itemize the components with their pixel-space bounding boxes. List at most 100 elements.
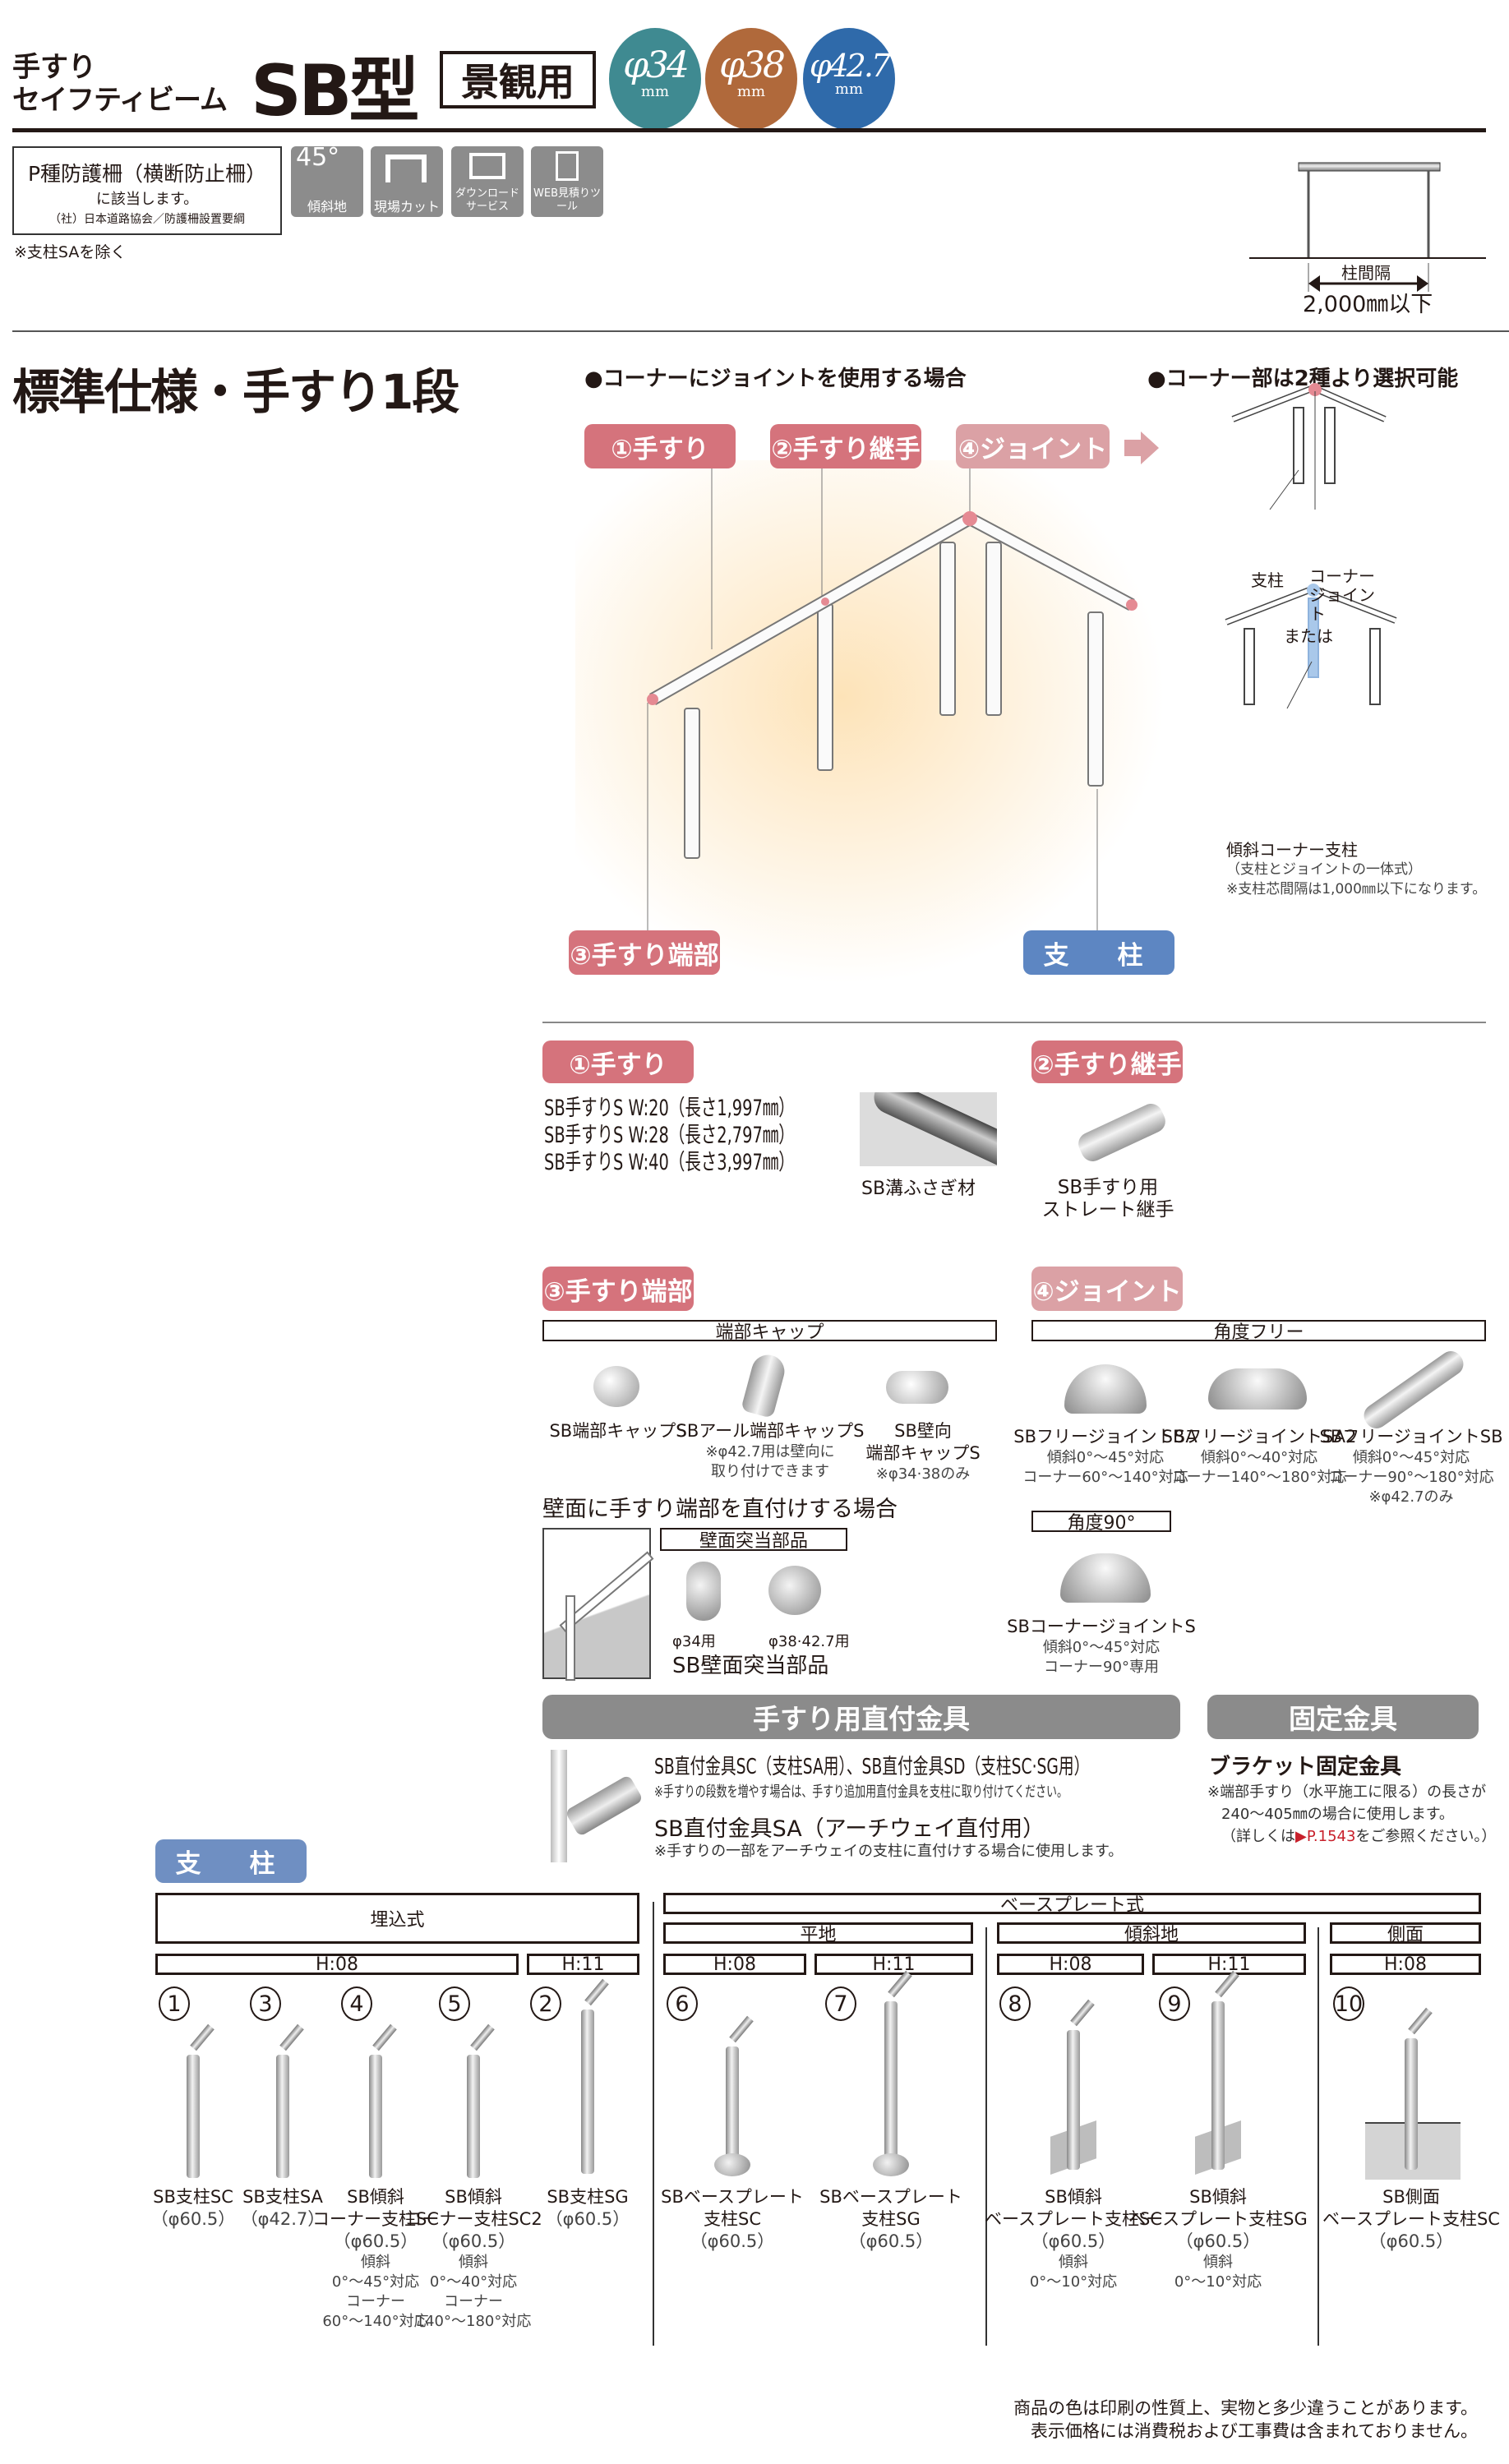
diagram-glow — [575, 460, 1167, 986]
slope-icon: 45°傾斜地 — [291, 145, 363, 217]
post-image — [187, 2055, 200, 2178]
handrail-item: SB手すりS W:28（長さ2,797㎜） — [544, 1123, 795, 1148]
bracket-icon — [584, 1978, 609, 2006]
post-number: 6 — [667, 1986, 698, 2021]
fixing-header: 固定金具 — [1207, 1695, 1479, 1739]
arrow-right-icon — [1124, 431, 1159, 464]
handrail-item: SB手すりS W:40（長さ3,997㎜） — [544, 1150, 795, 1175]
span-diagram — [1249, 162, 1486, 292]
corner-joint-image — [1060, 1553, 1151, 1603]
wall-mount-title: 壁面に手すり端部を直付けする場合 — [542, 1497, 898, 1522]
baseplate-header: ベースプレート式 — [663, 1893, 1481, 1916]
corner-joint-label: コーナージョイント — [1309, 566, 1375, 624]
height-h08: H:08 — [1330, 1954, 1481, 1975]
bracket-icon — [470, 2023, 495, 2051]
corner-diagram-caption: ●コーナー部は2種より選択可能 — [1147, 367, 1459, 391]
handrail-section-label: ①手すり — [542, 1041, 694, 1083]
flat-header: 平地 — [663, 1922, 973, 1945]
wall-part-34-label: φ34用 — [672, 1633, 716, 1650]
download-icon: ダウンロードサービス — [451, 146, 524, 217]
parts-rule — [542, 1022, 1486, 1023]
post-image — [1405, 2038, 1418, 2170]
corner-joint — [962, 511, 977, 526]
height-h08: H:08 — [663, 1954, 806, 1975]
free-joint-sa-image — [1064, 1364, 1147, 1414]
model-name: SB型 — [251, 50, 419, 132]
post-number: 1 — [159, 1986, 190, 2021]
label-handrail: ①手すり — [584, 424, 736, 468]
end-cap-left — [647, 694, 658, 705]
main-diagram-caption: ●コーナーにジョイントを使用する場合 — [584, 367, 967, 391]
post-number: 4 — [341, 1986, 372, 2021]
post-caption: SB側面ベースプレート支柱SC（φ60.5） — [1322, 2187, 1500, 2251]
end-cap-right — [1126, 599, 1138, 611]
post-number: 5 — [439, 1986, 470, 2021]
bracket-note2: 240～405㎜の場合に使用します。 — [1221, 1806, 1454, 1823]
post-caption: SB支柱SC（φ60.5） — [150, 2187, 236, 2229]
corner-or-label: または — [1284, 626, 1333, 646]
posts — [684, 542, 1104, 859]
base-plate — [873, 2153, 909, 2176]
handrail — [649, 510, 1135, 705]
posts-section-label: 支 柱 — [155, 1839, 307, 1883]
corner-post-note2: ※支柱芯間隔は1,000㎜以下になります。 — [1226, 881, 1487, 897]
height-h11: H:11 — [814, 1954, 973, 1975]
bracket-icon — [190, 2023, 215, 2051]
angle-90-header: 角度90° — [1031, 1511, 1171, 1534]
spec-line2: に該当します。 — [95, 191, 199, 208]
embedded-header: 埋込式 — [155, 1893, 639, 1944]
direct-fitting-sc-sd: SB直付金具SC（支柱SA用）、SB直付金具SD（支柱SC·SG用） — [654, 1755, 1090, 1779]
product-title-line1: 手すり — [12, 51, 96, 84]
rail-icon — [1298, 162, 1441, 172]
header-rule — [12, 128, 1486, 132]
wall-part-38-label: φ38·42.7用 — [768, 1633, 850, 1650]
groove-cover-image — [860, 1092, 997, 1166]
joint-section-label: ④ジョイント — [1031, 1267, 1183, 1311]
post-number: 3 — [250, 1986, 281, 2021]
bracket-note3: （詳しくは▶P.1543をご参照ください。） — [1221, 1828, 1497, 1845]
post-image — [726, 2046, 739, 2170]
footer-note2: 表示価格には消費税および工事費は含まれておりません。 — [1030, 2421, 1478, 2441]
corner-post-note1: （支柱とジョイントの一体式） — [1226, 861, 1422, 878]
connector-name: SB手すり用ストレート継手 — [1041, 1177, 1174, 1220]
bracket-note1: ※端部手すり（水平施工に限る）の長さが — [1207, 1783, 1487, 1801]
label-handrail-connector: ②手すり継手 — [770, 424, 921, 468]
height-h08: H:08 — [997, 1954, 1144, 1975]
direct-fitting-image — [547, 1750, 648, 1862]
wall-part-34-image — [686, 1562, 721, 1621]
connector-section-label: ②手すり継手 — [1031, 1041, 1183, 1083]
height-h11: H:11 — [527, 1954, 639, 1975]
bracket-icon — [729, 2015, 754, 2043]
direct-fittings-header: 手すり用直付金具 — [542, 1695, 1180, 1739]
post-image — [884, 2001, 898, 2170]
bracket-icon — [279, 2023, 304, 2051]
divider — [985, 1927, 987, 2346]
wall-part-name: SB壁面突当部品 — [672, 1654, 829, 1678]
divider — [1317, 1927, 1319, 2346]
category-badge: 景観用 — [440, 51, 596, 108]
spec-line1: P種防護柵（横断防止柵） — [27, 162, 267, 186]
post-caption: SBベースプレート支柱SG（φ60.5） — [819, 2187, 962, 2251]
bracket-icon — [1070, 1999, 1095, 2027]
bracket-icon — [1408, 2007, 1433, 2035]
post-number: 8 — [999, 1986, 1031, 2021]
post-image — [276, 2055, 289, 2178]
base-plate — [714, 2153, 750, 2176]
wall-mount-image — [542, 1528, 654, 1681]
straight-connector-image — [1074, 1100, 1170, 1165]
spec-line3: （社）日本道路協会／防護柵設置要綱 — [49, 213, 245, 226]
product-title-line2: セイフティビーム — [12, 84, 228, 117]
post-image — [581, 2009, 594, 2174]
post-number: 2 — [530, 1986, 561, 2021]
footer-note1: 商品の色は印刷の性質上、実物と多少違うことがあります。 — [1013, 2398, 1478, 2418]
handrail-item: SB手すりS W:20（長さ1,997㎜） — [544, 1096, 795, 1121]
page-link[interactable]: ▶P.1543 — [1295, 1828, 1356, 1845]
label-post: 支 柱 — [1023, 930, 1174, 975]
